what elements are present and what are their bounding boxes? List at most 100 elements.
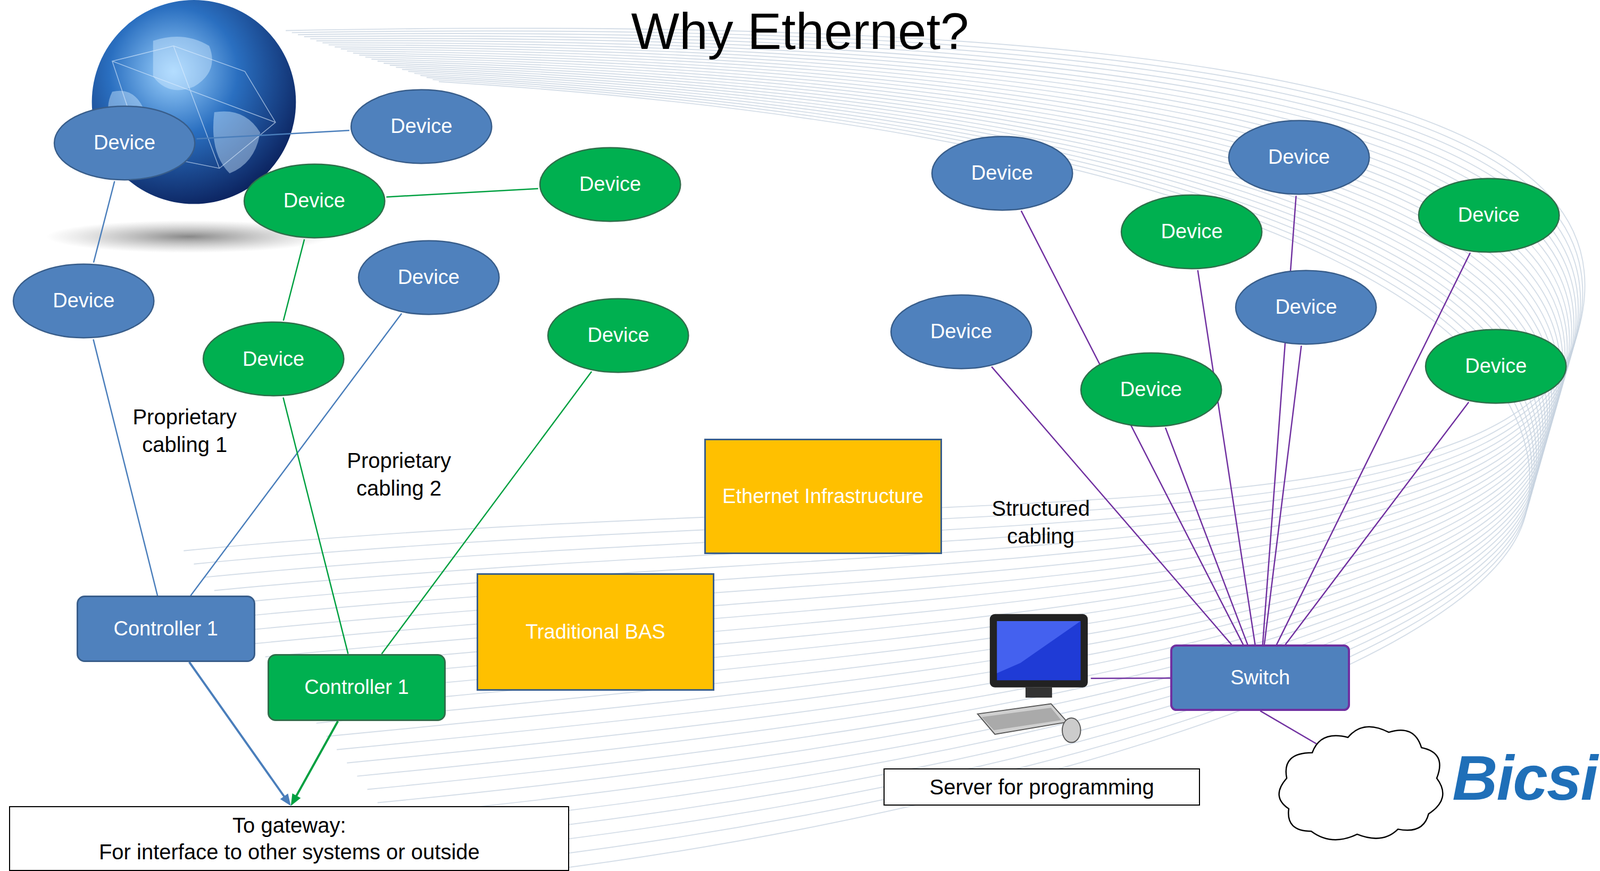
device-ellipse: Device — [1423, 327, 1569, 406]
process-box: Controller 1 — [76, 595, 256, 663]
connector — [283, 239, 305, 321]
swoosh-lines — [183, 28, 1585, 871]
connector — [93, 181, 115, 263]
device-ellipse: Device — [545, 296, 691, 375]
ellipse-outline — [539, 147, 681, 222]
process-box: To gateway:For interface to other system… — [9, 806, 570, 871]
swoosh-line — [397, 73, 1539, 830]
ellipse-outline — [890, 294, 1032, 369]
device-ellipse: Device — [537, 145, 683, 224]
node-text: Device — [93, 130, 156, 156]
swoosh-line — [193, 30, 1583, 564]
process-box: Switch — [1170, 644, 1350, 712]
ellipse-outline — [1425, 329, 1566, 403]
cloud — [1279, 727, 1444, 840]
connector — [1021, 210, 1244, 645]
ellipse-outline — [203, 322, 344, 396]
node-text: Device — [1120, 377, 1182, 403]
title: Why Ethernet? — [0, 2, 1600, 61]
cable-label: Structured cabling — [965, 494, 1117, 550]
node-text: Device — [971, 160, 1033, 187]
ellipse-outline — [1080, 353, 1222, 427]
node-text: Controller 1 — [304, 675, 409, 701]
node-text: Device — [242, 346, 305, 373]
node-text: For interface to other systems or outsid… — [98, 838, 480, 866]
connector-line — [93, 339, 158, 596]
ellipse-outline — [351, 89, 492, 164]
swoosh-line — [418, 77, 1535, 856]
device-ellipse: Device — [888, 293, 1034, 371]
connector — [1264, 345, 1302, 645]
node-text: Device — [587, 322, 649, 349]
device-ellipse: Device — [929, 134, 1075, 213]
node-text: Traditional BAS — [525, 619, 666, 646]
ellipse-outline — [1121, 194, 1263, 269]
node-text: Device — [1161, 219, 1223, 245]
swoosh-line — [326, 59, 1555, 737]
connector-line — [93, 181, 115, 263]
connector-line — [1090, 677, 1171, 680]
computer-icon — [977, 614, 1088, 744]
device-ellipse: Device — [1233, 268, 1379, 347]
connector — [282, 397, 348, 654]
device-ellipse: Device — [52, 104, 197, 182]
connector — [1285, 402, 1469, 645]
swoosh-line — [356, 65, 1548, 777]
connector — [93, 339, 158, 596]
swoosh-line — [336, 61, 1552, 750]
process-box: Traditional BAS — [476, 573, 715, 691]
node-text: Device — [283, 188, 346, 214]
process-box: Ethernet Infrastructure — [704, 438, 943, 555]
ellipse-outline — [931, 136, 1073, 211]
node-text: Device — [1268, 144, 1330, 171]
node-text: Controller 1 — [113, 616, 219, 643]
ellipse-outline — [1228, 120, 1370, 194]
device-ellipse: Device — [356, 238, 502, 317]
node-text: Device — [930, 319, 993, 345]
connector-line — [1264, 345, 1302, 645]
connector-line — [282, 397, 348, 654]
swoosh-line — [387, 71, 1541, 816]
swoosh-line — [367, 67, 1546, 790]
node-text: Device — [1464, 353, 1527, 380]
connector-line — [1262, 195, 1297, 645]
ellipse-outline — [1235, 270, 1377, 344]
device-ellipse: Device — [201, 320, 346, 398]
node-text: Device — [397, 264, 460, 291]
process-box: Controller 1 — [267, 654, 447, 722]
swoosh-line — [214, 36, 1579, 591]
swoosh-line — [428, 79, 1532, 870]
cable-label: Proprietary cabling 1 — [110, 403, 260, 459]
connector — [196, 130, 350, 139]
node-text: Device — [1457, 202, 1520, 229]
ellipse-outline — [54, 105, 195, 180]
ellipse-outline — [1418, 178, 1560, 253]
ellipse-outline — [13, 264, 154, 338]
swoosh-line — [224, 38, 1577, 604]
swoosh-line — [275, 48, 1565, 671]
swoosh-line — [346, 63, 1550, 764]
connector-line — [283, 239, 305, 321]
connector — [1090, 678, 1171, 679]
logo-text: Bicsi — [1423, 746, 1597, 810]
connector-line — [386, 188, 538, 198]
swoosh-line — [316, 56, 1557, 723]
swoosh-line — [255, 44, 1570, 644]
ellipse-outline — [244, 164, 385, 238]
connector-line — [295, 721, 338, 798]
device-ellipse: Device — [1119, 193, 1264, 271]
device-ellipse: Device — [1416, 176, 1562, 255]
connector-line — [1285, 402, 1469, 645]
node-text: Switch — [1230, 665, 1290, 691]
connector-line — [196, 130, 350, 139]
device-ellipse: Device — [1078, 351, 1224, 429]
connector — [1262, 195, 1297, 645]
node-text: Ethernet Infrastructure — [722, 484, 924, 510]
swoosh-line — [204, 33, 1581, 578]
node-text: Device — [390, 113, 453, 140]
node-text: To gateway: — [232, 812, 346, 839]
arrowhead — [280, 793, 291, 806]
